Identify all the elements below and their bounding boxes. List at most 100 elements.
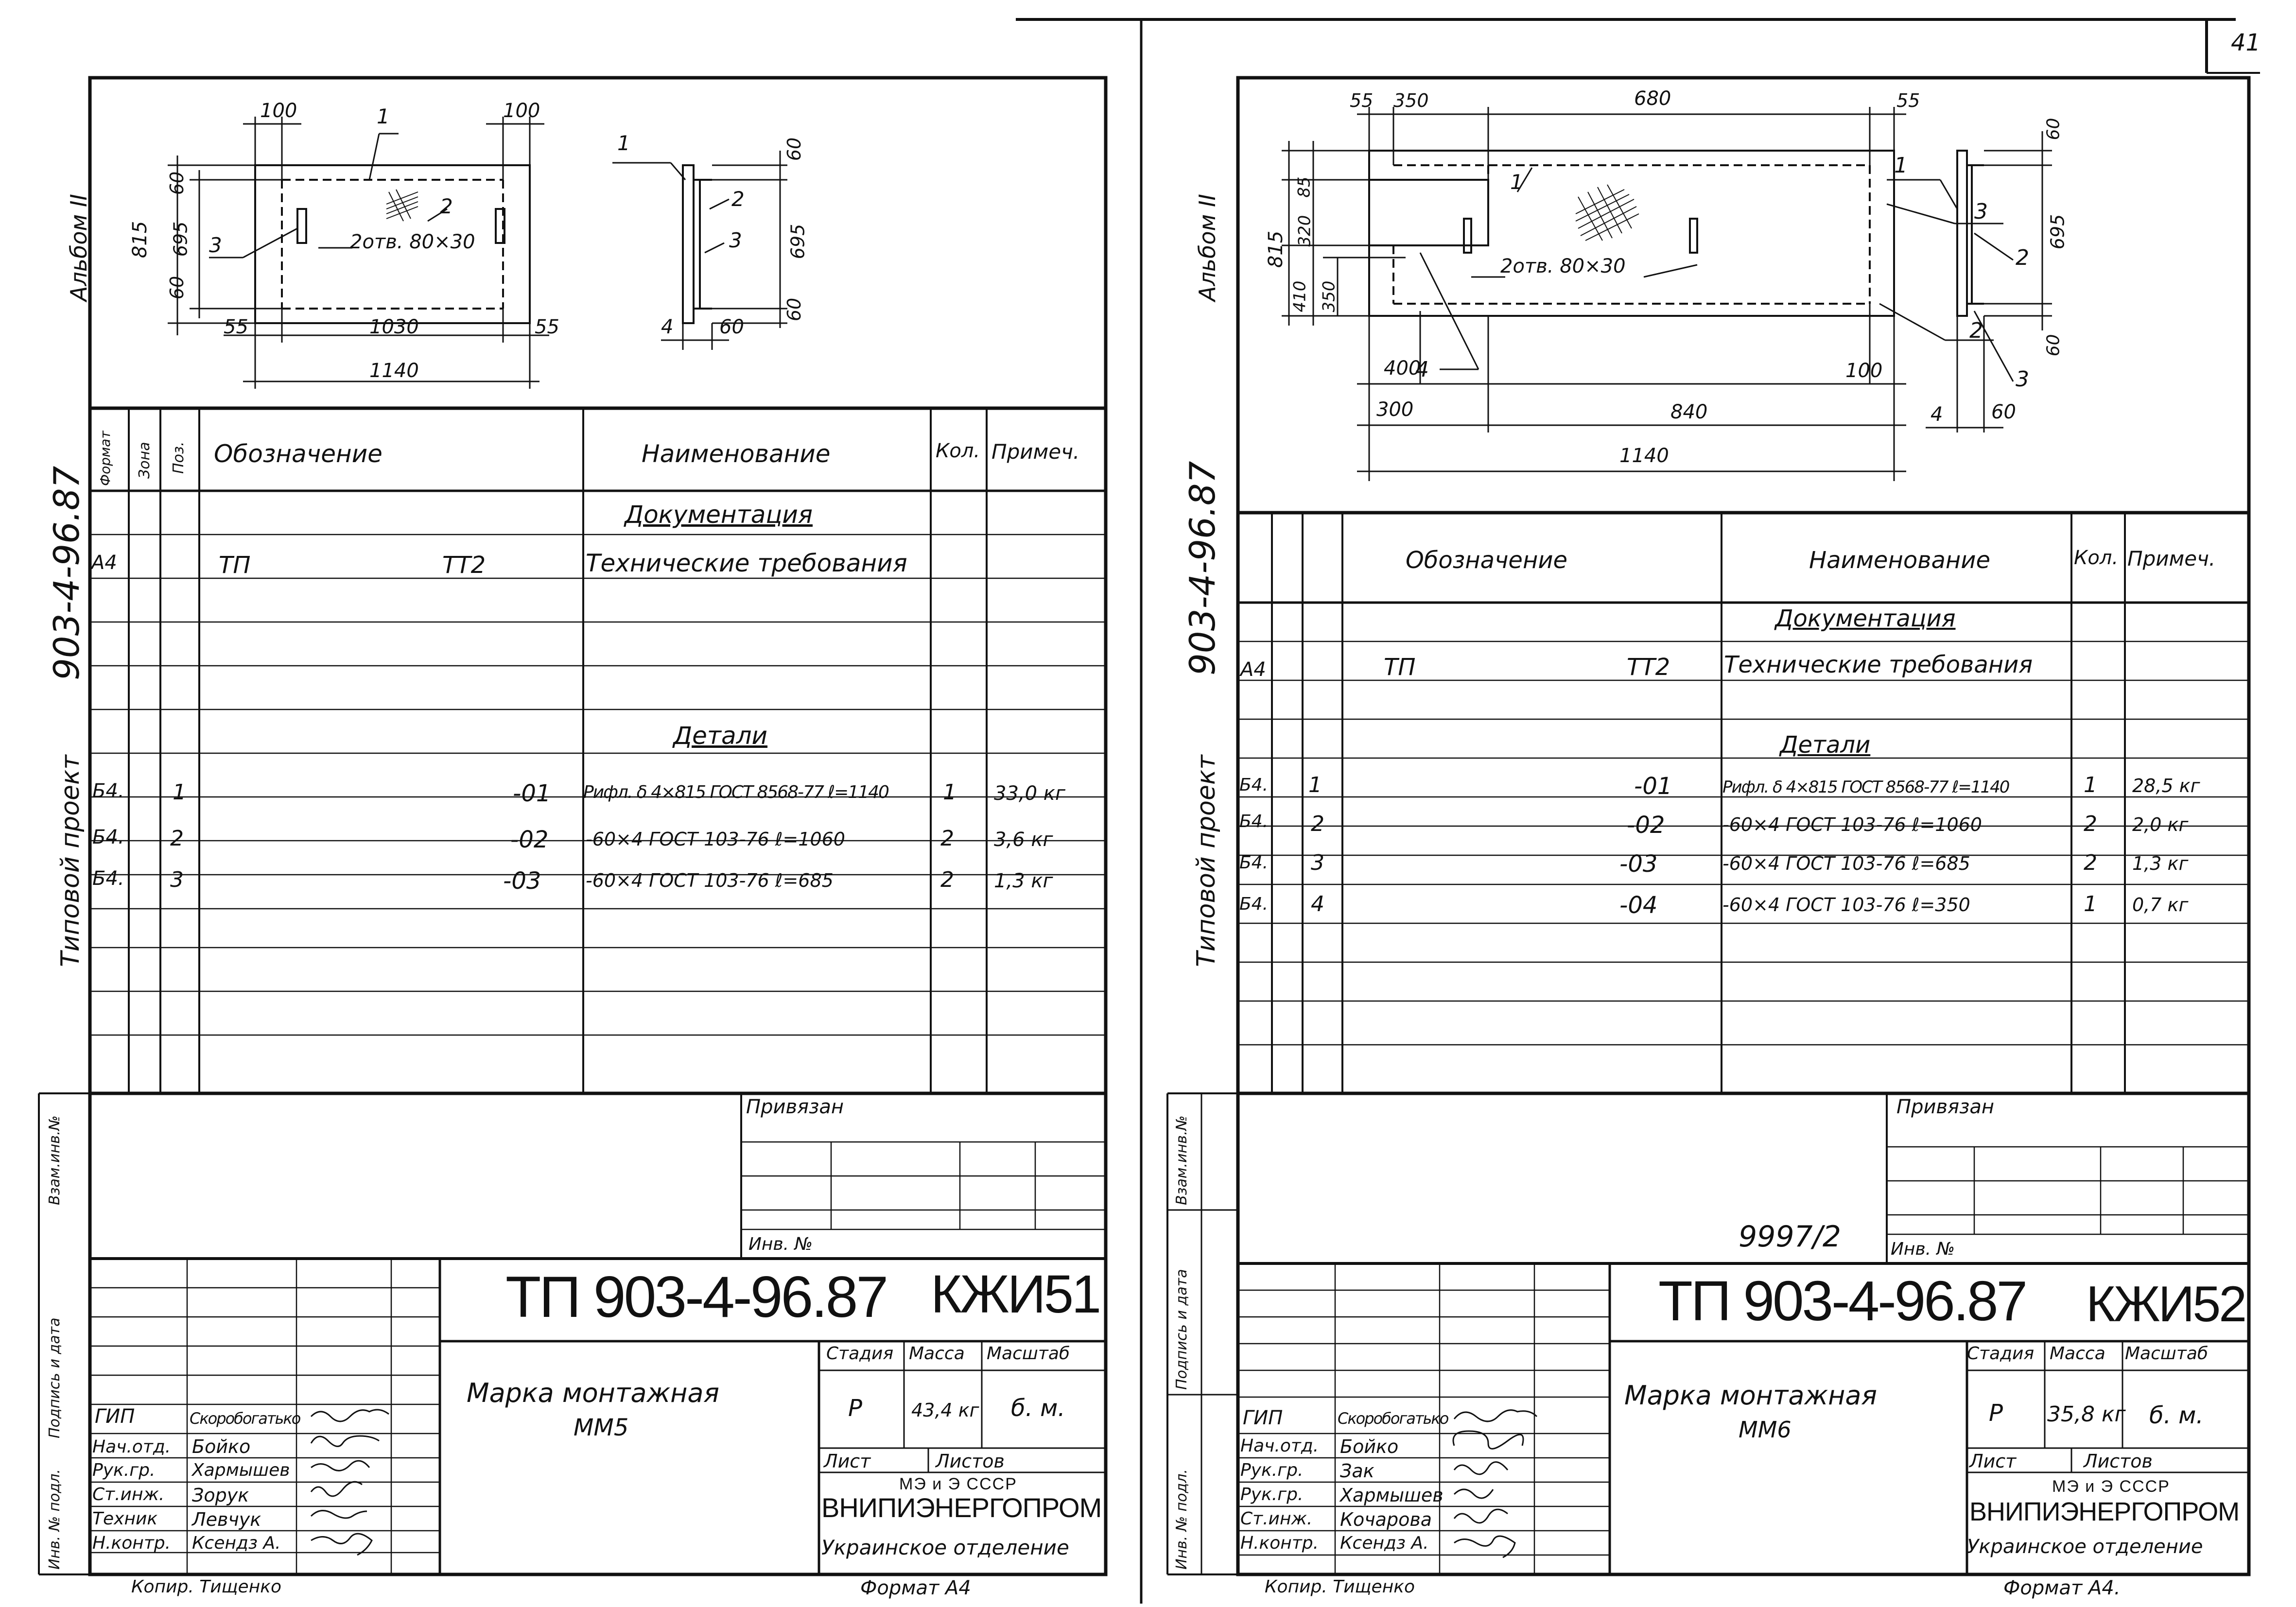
spec-format: А4 [91, 552, 117, 574]
title-line1: Марка монтажная [1624, 1380, 1877, 1411]
row-format: Б4. [92, 826, 124, 848]
row-qty: 2 [2084, 850, 2097, 875]
row-pos: 3 [1311, 850, 1324, 875]
row-note: 33,0 кг [994, 782, 1065, 805]
org-name: ВНИПИЭНЕРГОПРОМ [821, 1492, 1102, 1523]
role-label: ГИП [95, 1405, 135, 1428]
dim-label: 300 [1376, 398, 1414, 421]
spec-name: Технические требования [1724, 651, 2033, 678]
callout-number: 3 [1974, 199, 1988, 224]
role-label: Рук.гр. [1240, 1460, 1304, 1480]
callout-number: 3 [729, 228, 742, 252]
callout-number: 3 [209, 233, 222, 257]
dim-label: 55 [224, 316, 248, 338]
stage-label: Стадия [1967, 1344, 2035, 1364]
row-pos: 4 [1311, 892, 1324, 916]
document-code: ТП 903-4-96.87 [505, 1264, 888, 1330]
role-label: Нач.отд. [1240, 1436, 1319, 1456]
dim-label: 55 [535, 316, 559, 338]
section-parts: Детали [673, 722, 768, 750]
stage-label: Стадия [826, 1344, 894, 1364]
inv-no-label: Инв. № [748, 1234, 813, 1254]
dim-label: 400 [1384, 357, 1421, 380]
title-line2: ММ6 [1739, 1417, 1792, 1443]
scale-label: Масштаб [987, 1344, 1070, 1364]
row-format: Б4. [92, 780, 124, 802]
person-name: Бойко [1340, 1436, 1399, 1457]
mass-value: 43,4 кг [911, 1400, 979, 1421]
privyazan-label: Привязан [1896, 1096, 1995, 1118]
callout-number: 4 [1415, 357, 1429, 382]
person-name: Ксендз А. [192, 1533, 281, 1553]
sheet-left: 100 100 60 695 60 815 55 1030 55 1140 1 … [38, 76, 1108, 1599]
row-note: 28,5 кг [2132, 775, 2200, 796]
col-header-qty: Кол. [936, 440, 980, 462]
scale-value: б. м. [1011, 1395, 1065, 1422]
format-label: Формат А4 [860, 1577, 971, 1599]
callout-number: 1 [1894, 153, 1908, 178]
spec-designation: ТП [1384, 654, 1416, 681]
role-label: Ст.инж. [92, 1485, 165, 1504]
person-name: Хармышев [192, 1460, 290, 1480]
row-qty: 2 [2084, 812, 2097, 836]
row-qty: 1 [2084, 773, 2097, 797]
dim-label: 55 [1350, 90, 1374, 111]
dim-label: 55 [1896, 90, 1920, 111]
hole-note: 2отв. 80×30 [1500, 255, 1626, 277]
title-line1: Марка монтажная [467, 1378, 719, 1408]
inv-no-label: Инв. № [1891, 1239, 1955, 1259]
row-note: 0,7 кг [2132, 894, 2189, 916]
dim-label: 1140 [369, 360, 419, 382]
person-name: Скоробогатько [190, 1409, 301, 1428]
row-pos: 2 [1311, 812, 1324, 836]
col-header-name: Наименование [642, 440, 831, 468]
row-name: Рифл. δ 4×815 ГОСТ 8568-77 ℓ=1140 [1722, 778, 2010, 797]
person-name: Кочарова [1340, 1509, 1432, 1530]
org-branch: Украинское отделение [821, 1536, 1069, 1559]
person-name: Хармышев [1340, 1485, 1444, 1506]
org-branch: Украинское отделение [1967, 1536, 2203, 1558]
copy-label: Копир. Тищенко [1265, 1577, 1415, 1597]
dim-label: 100 [503, 100, 540, 122]
row-format: Б4. [1239, 853, 1269, 873]
copy-label: Копир. Тищенко [131, 1577, 282, 1597]
row-designation: -01 [1634, 773, 1672, 800]
role-label: Техник [92, 1509, 158, 1529]
dim-label: 680 [1634, 87, 1671, 110]
col-header-qty: Кол. [2074, 547, 2119, 569]
col-header-note: Примеч. [2127, 547, 2216, 570]
row-format: Б4. [1239, 775, 1269, 795]
spec-designation: ТТ2 [1627, 654, 1670, 681]
sheet-label: Лист [1969, 1451, 2017, 1472]
document-mark: КЖИ51 [931, 1264, 1101, 1324]
row-designation: -03 [1619, 850, 1658, 878]
row-designation: -03 [503, 867, 541, 895]
person-name: Зорук [192, 1485, 249, 1506]
role-label: Ст.инж. [1240, 1509, 1313, 1529]
row-pos: 1 [173, 780, 186, 805]
row-pos: 3 [170, 867, 184, 892]
row-designation: -02 [510, 826, 549, 853]
dim-label: 840 [1670, 401, 1708, 423]
col-header-note: Примеч. [991, 440, 1080, 464]
role-label: Рук.гр. [92, 1460, 156, 1480]
mass-label: Масса [909, 1344, 965, 1364]
person-name: Зак [1340, 1460, 1374, 1482]
callout-number: 1 [377, 104, 390, 128]
mass-label: Масса [2050, 1344, 2105, 1364]
document-mark: КЖИ52 [2086, 1276, 2247, 1332]
row-qty: 2 [940, 867, 954, 892]
callout-number: 2 [440, 194, 453, 218]
row-name: Рифл. δ 4×815 ГОСТ 8568-77 ℓ=1140 [583, 782, 889, 802]
page-number: 41 [2231, 29, 2261, 56]
row-note: 3,6 кг [994, 829, 1053, 851]
col-header-name: Наименование [1809, 547, 1991, 574]
sheets-label: Листов [936, 1451, 1005, 1472]
person-name: Ксендз А. [1340, 1533, 1429, 1553]
role-label: Н.контр. [92, 1533, 171, 1553]
dim-label: 350 [1393, 90, 1429, 111]
callout-number: 2 [731, 187, 745, 211]
section-dim: 4 [1931, 403, 1943, 426]
row-name: -60×4 ГОСТ 103-76 ℓ=1060 [586, 829, 845, 850]
